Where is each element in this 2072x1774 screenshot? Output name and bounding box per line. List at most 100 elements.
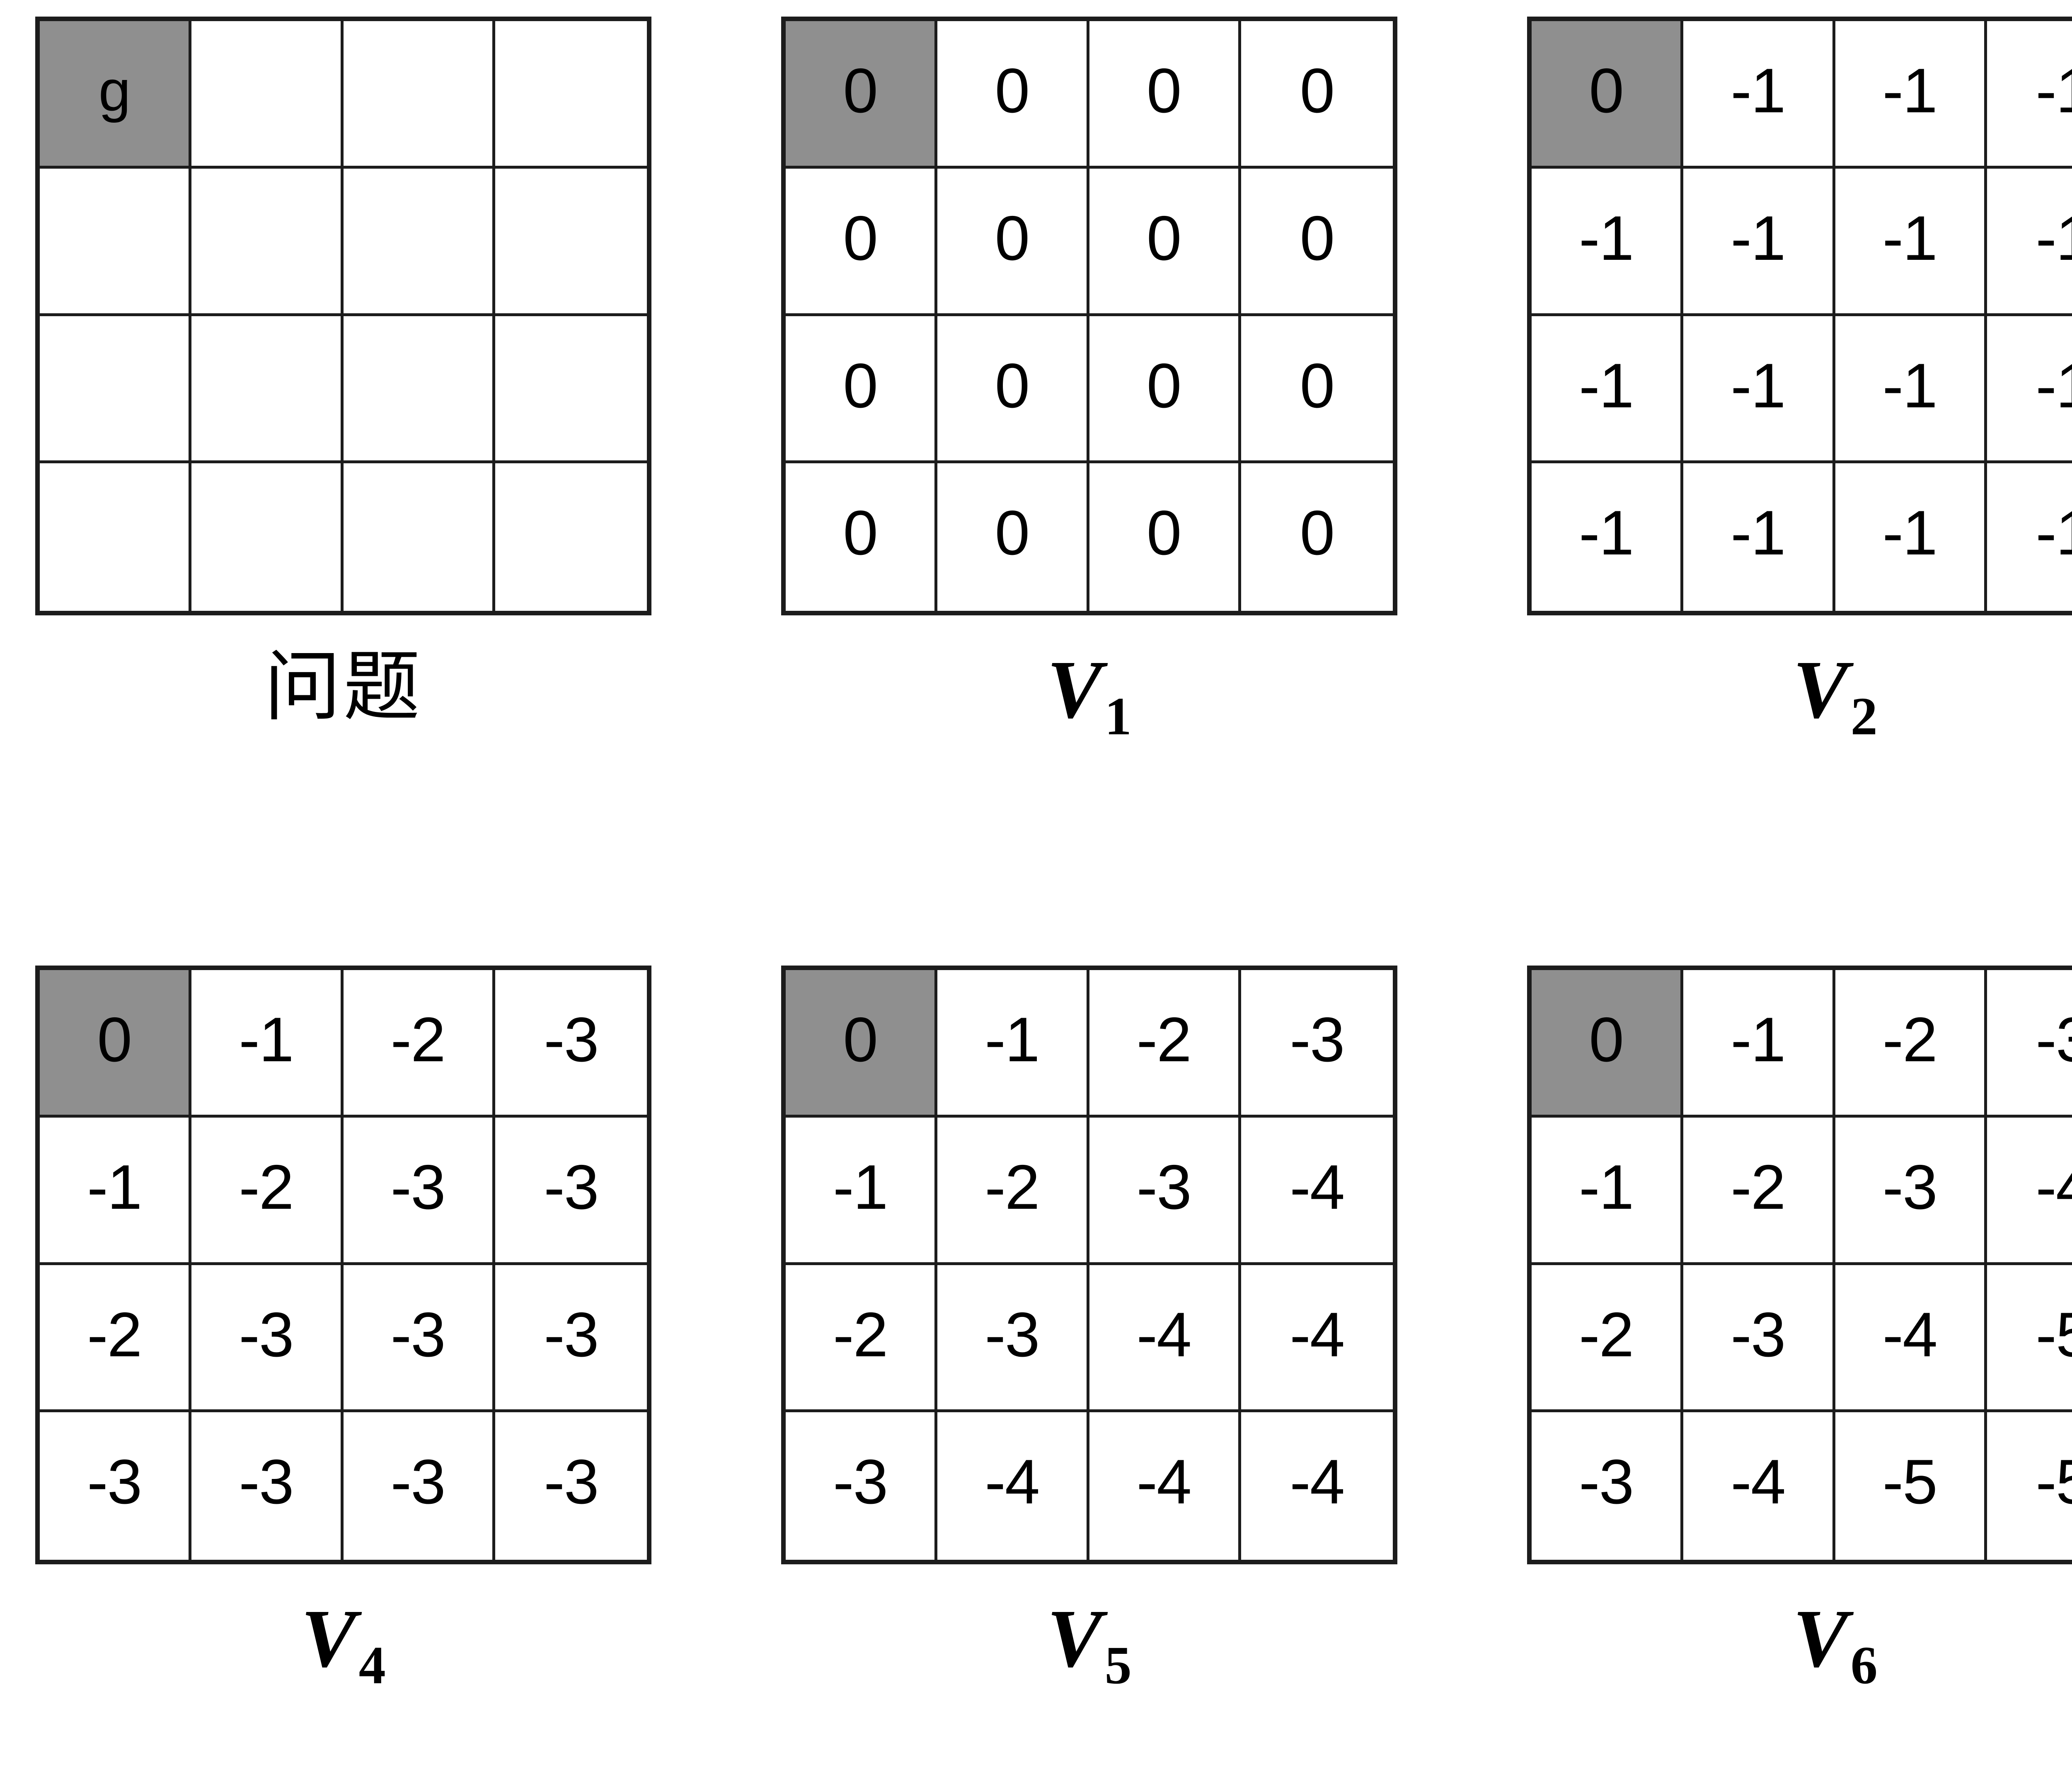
- grid-cell: -1: [1987, 168, 2072, 316]
- panel-caption: 问题: [264, 642, 423, 731]
- grid-v5: 0-1-2-3-1-2-3-4-2-3-4-4-3-4-4-4: [781, 966, 1397, 1564]
- grid-cell: -1: [1835, 463, 1987, 611]
- panel-caption-base: V: [301, 1593, 356, 1684]
- grid-cell: 0: [786, 316, 938, 464]
- cell-value: -3: [1290, 1004, 1345, 1075]
- grid-cell: -2: [191, 1117, 344, 1265]
- cell-value: -4: [985, 1447, 1040, 1517]
- grid-cell: 0: [937, 168, 1089, 316]
- grid-cell: -2: [1532, 1265, 1684, 1413]
- cell-value: -4: [1290, 1152, 1345, 1222]
- cell-value: -3: [2036, 1004, 2072, 1075]
- grid-cell: -3: [343, 1265, 495, 1413]
- cell-value: -3: [544, 1152, 599, 1222]
- grid-cell: -1: [786, 1117, 938, 1265]
- cell-value: 0: [843, 498, 878, 569]
- grid-cell: 0: [1089, 463, 1241, 611]
- cell-value: 0: [1146, 56, 1182, 126]
- panel-caption-base: V: [1793, 644, 1848, 736]
- grid-cell: [40, 168, 192, 316]
- cell-value: -1: [1579, 1152, 1634, 1222]
- cell-value: 0: [1146, 203, 1182, 273]
- grid-cell: -4: [937, 1412, 1089, 1560]
- grid-cell: 0: [1241, 463, 1393, 611]
- cell-value: -1: [87, 1152, 142, 1222]
- cell-value: -3: [390, 1299, 446, 1370]
- grid-cell: -1: [191, 970, 344, 1118]
- cell-value: 0: [995, 498, 1030, 569]
- panel-problem: g 问题: [35, 0, 781, 949]
- cell-value: -3: [544, 1004, 599, 1075]
- panel-caption: V6: [1793, 1597, 1878, 1695]
- cell-value: 0: [843, 1004, 878, 1075]
- cell-value: -2: [1136, 1004, 1192, 1075]
- grid-cell: -1: [1532, 168, 1684, 316]
- grid-cell: 0: [937, 463, 1089, 611]
- cell-value: 0: [1300, 203, 1335, 273]
- grid-cell: 0: [937, 21, 1089, 169]
- cell-value: -3: [833, 1447, 888, 1517]
- panel-label-v2: V2: [1527, 649, 2072, 752]
- grid-cell: -4: [1241, 1412, 1393, 1560]
- grid-cell: -2: [1835, 970, 1987, 1118]
- cell-value: -5: [2036, 1299, 2072, 1370]
- grid-cell: 0: [937, 316, 1089, 464]
- cell-value: -1: [2036, 498, 2072, 569]
- cell-value: -1: [1882, 203, 1938, 273]
- cell-value: 0: [843, 203, 878, 273]
- grid-cell: -1: [1683, 463, 1835, 611]
- grid-cell-goal: 0: [786, 970, 938, 1118]
- grid-cell: -3: [191, 1412, 344, 1560]
- cell-value: -2: [239, 1152, 294, 1222]
- cell-value: -3: [390, 1152, 446, 1222]
- grid-cell: -2: [1683, 1117, 1835, 1265]
- grid-cell: [495, 463, 647, 611]
- cell-value: -3: [544, 1447, 599, 1517]
- panel-caption: V2: [1793, 649, 1877, 744]
- grid-cell: -1: [1532, 1117, 1684, 1265]
- cell-value: -1: [2036, 56, 2072, 126]
- cell-value: 0: [1300, 350, 1335, 421]
- grid-cell-goal: g: [40, 21, 192, 169]
- grid-cell: -5: [1987, 1265, 2072, 1413]
- panel-caption-base: V: [1047, 1593, 1102, 1684]
- panel-caption-subscript: 6: [1850, 1636, 1878, 1695]
- grid-cell: -1: [937, 970, 1089, 1118]
- grid-cell: [40, 463, 192, 611]
- grid-cell: -4: [1089, 1265, 1241, 1413]
- cell-value: -1: [1731, 350, 1786, 421]
- grid-cell: [495, 21, 647, 169]
- cell-value: 0: [1146, 350, 1182, 421]
- grid-cell: 0: [1089, 168, 1241, 316]
- cell-value: -3: [544, 1299, 599, 1370]
- grid-cell: -2: [40, 1265, 192, 1413]
- grid-cell: 0: [1241, 21, 1393, 169]
- grid-cell: -1: [1683, 970, 1835, 1118]
- grid-cell: -1: [1987, 463, 2072, 611]
- cell-value: -5: [2036, 1447, 2072, 1517]
- grid-cell: [343, 316, 495, 464]
- grid-cell: -1: [40, 1117, 192, 1265]
- cell-value: -1: [1579, 498, 1634, 569]
- grid-cell: -3: [937, 1265, 1089, 1413]
- cell-value: -4: [1882, 1299, 1938, 1370]
- panel-label-v6: V6: [1527, 1597, 2072, 1701]
- grid-cell: -1: [1683, 21, 1835, 169]
- grid-cell: 0: [1089, 21, 1241, 169]
- grid-cell: -3: [343, 1117, 495, 1265]
- grid-cell: 0: [786, 168, 938, 316]
- cell-value: -3: [87, 1447, 142, 1517]
- grid-cell: -1: [1987, 21, 2072, 169]
- panel-label-problem: 问题: [35, 649, 651, 752]
- grid-v4: 0-1-2-3-1-2-3-3-2-3-3-3-3-3-3-3: [35, 966, 651, 1564]
- grid-cell: -3: [495, 1117, 647, 1265]
- panel-v2: 0-1-1-1-1-1-1-1-1-1-1-1-1-1-1-1V2: [1527, 0, 2072, 949]
- cell-value: 0: [843, 350, 878, 421]
- grid-cell: [40, 316, 192, 464]
- cell-value: -2: [87, 1299, 142, 1370]
- grid-cell-goal: 0: [1532, 21, 1684, 169]
- grid-cell: -3: [1683, 1265, 1835, 1413]
